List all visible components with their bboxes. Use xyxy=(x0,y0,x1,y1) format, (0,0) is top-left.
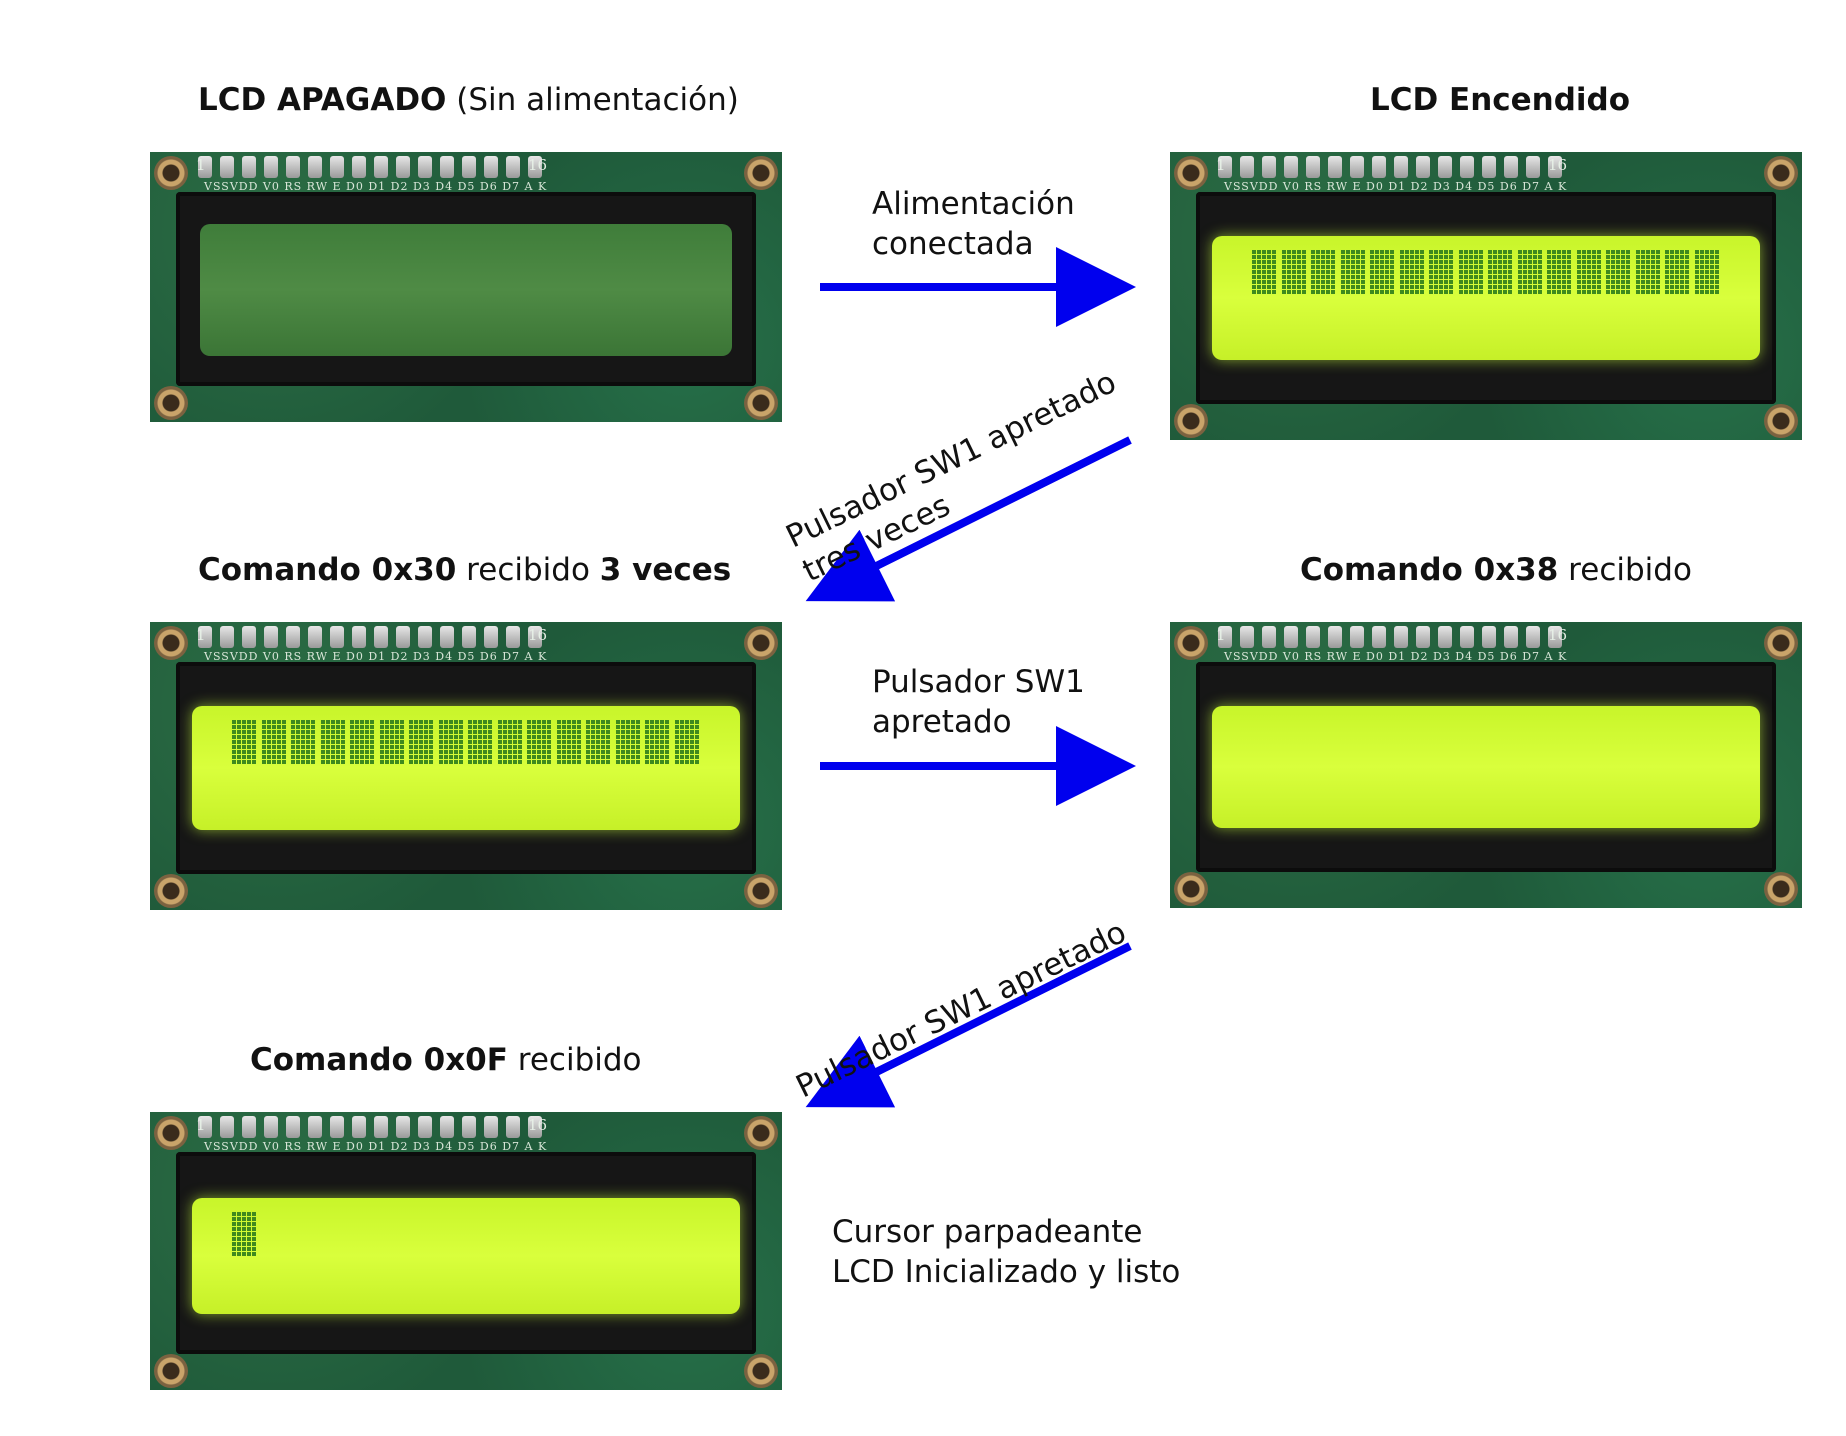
label-sw1-pressed: Pulsador SW1 apretado xyxy=(872,662,1085,742)
final-note-line1: Cursor parpadeante xyxy=(832,1212,1180,1252)
label-power-connected: Alimentación conectada xyxy=(872,184,1075,264)
final-status-note: Cursor parpadeante LCD Inicializado y li… xyxy=(832,1212,1180,1292)
label-power-line2: conectada xyxy=(872,224,1075,264)
final-note-line2: LCD Inicializado y listo xyxy=(832,1252,1180,1292)
label-power-line1: Alimentación xyxy=(872,184,1075,224)
label-sw1-line1: Pulsador SW1 xyxy=(872,662,1085,702)
label-sw1-line2: apretado xyxy=(872,702,1085,742)
